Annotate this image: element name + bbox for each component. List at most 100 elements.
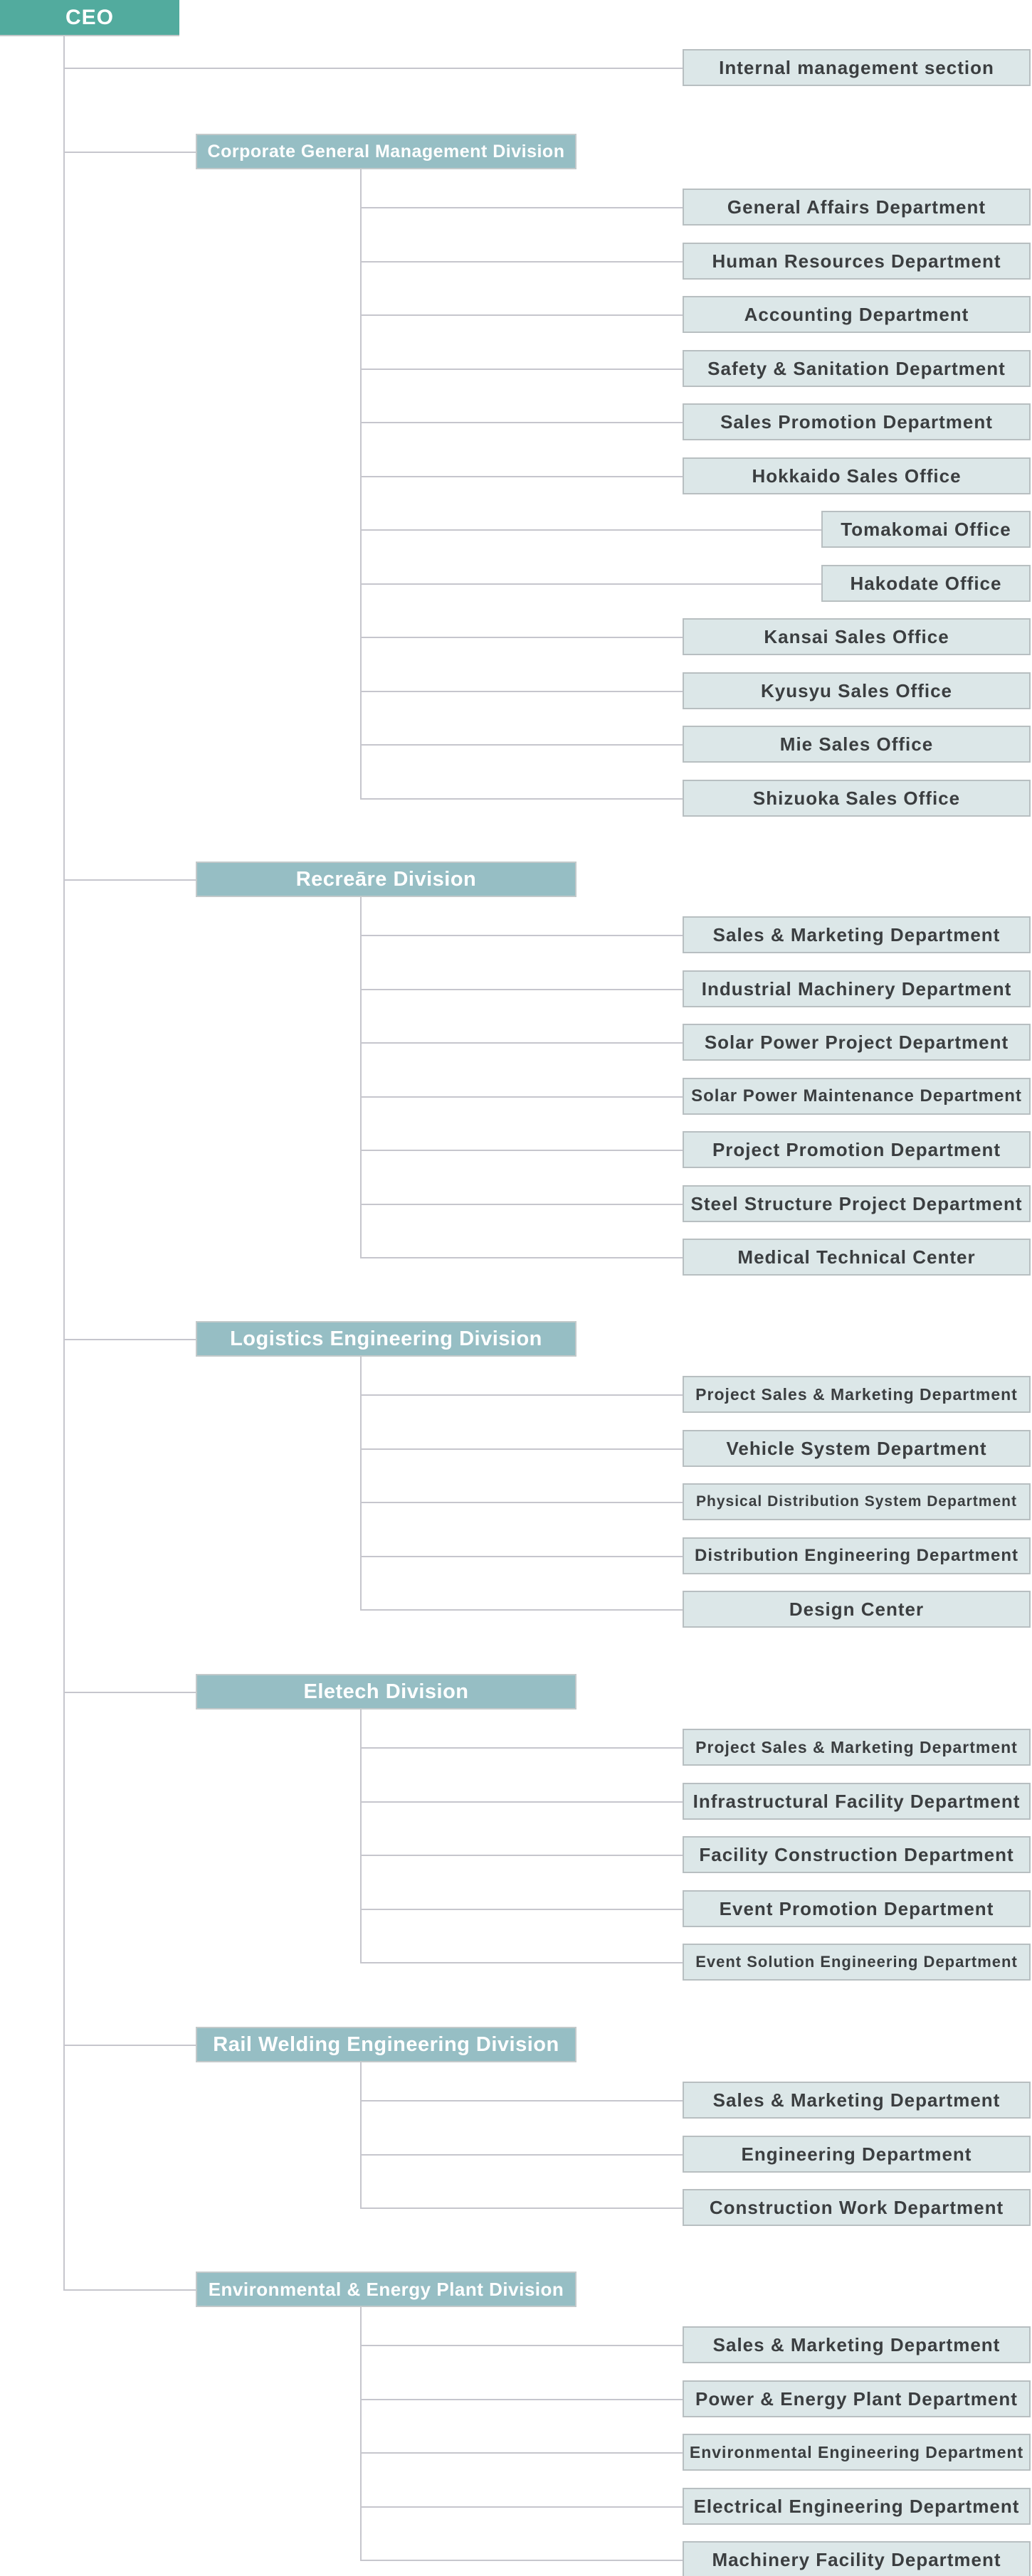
- department-box-construction-work-department-label: Construction Work Department: [709, 2196, 1004, 2218]
- department-box-design-center: Design Center: [683, 1591, 1031, 1628]
- department-box-distribution-engineering-department-label: Distribution Engineering Department: [694, 1546, 1019, 1565]
- department-box-event-promotion-department-label: Event Promotion Department: [719, 1897, 994, 1919]
- department-box-design-center-label: Design Center: [789, 1598, 925, 1620]
- connector-line: [360, 1747, 683, 1749]
- department-box-sales-marketing-department-label: Sales & Marketing Department: [712, 2333, 1001, 2355]
- connector-line: [360, 2506, 683, 2508]
- department-box-medical-technical-center: Medical Technical Center: [683, 1239, 1031, 1276]
- department-box-vehicle-system-department-label: Vehicle System Department: [726, 1437, 987, 1459]
- connector-line: [360, 637, 683, 638]
- department-box-hokkaido-sales-office: Hokkaido Sales Office: [683, 457, 1031, 494]
- department-box-engineering-department: Engineering Department: [683, 2136, 1031, 2173]
- connector-line: [360, 2399, 683, 2400]
- connector-line: [360, 2307, 362, 2561]
- department-box-sales-promotion-department-label: Sales Promotion Department: [720, 410, 993, 433]
- department-box-event-solution-engineering-department: Event Solution Engineering Department: [683, 1944, 1031, 1981]
- connector-line: [63, 879, 196, 881]
- department-box-engineering-department-label: Engineering Department: [741, 2143, 972, 2165]
- department-box-sales-promotion-department: Sales Promotion Department: [683, 403, 1031, 440]
- connector-line: [360, 2154, 683, 2156]
- department-box-tomakomai-office-label: Tomakomai Office: [841, 518, 1011, 540]
- connector-line: [360, 2345, 683, 2346]
- department-box-machinery-facility-department: Machinery Facility Department: [683, 2541, 1031, 2576]
- department-box-steel-structure-project-department: Steel Structure Project Department: [683, 1185, 1031, 1222]
- division-box-corporate-general-management-division: Corporate General Management Division: [196, 134, 576, 169]
- connector-line: [360, 1609, 683, 1611]
- department-box-medical-technical-center-label: Medical Technical Center: [737, 1246, 976, 1268]
- connector-line: [63, 2045, 196, 2046]
- connector-line: [360, 1394, 683, 1396]
- division-box-eletech-division: Eletech Division: [196, 1674, 576, 1710]
- department-box-environmental-engineering-department: Environmental Engineering Department: [683, 2434, 1031, 2471]
- internal-management-section-box: Internal management section: [683, 49, 1031, 86]
- department-box-kyusyu-sales-office-label: Kyusyu Sales Office: [761, 679, 952, 701]
- department-box-hokkaido-sales-office-label: Hokkaido Sales Office: [752, 465, 962, 487]
- connector-line: [360, 422, 683, 423]
- department-box-kansai-sales-office: Kansai Sales Office: [683, 618, 1031, 655]
- department-box-project-sales-marketing-department-label: Project Sales & Marketing Department: [695, 1737, 1018, 1756]
- connector-line: [360, 744, 683, 746]
- department-box-machinery-facility-department-label: Machinery Facility Department: [712, 2548, 1001, 2570]
- department-box-power-energy-plant-department: Power & Energy Plant Department: [683, 2380, 1031, 2417]
- department-box-general-affairs-department: General Affairs Department: [683, 189, 1031, 226]
- division-box-recre-re-division: Recreāre Division: [196, 862, 576, 897]
- connector-line: [360, 1801, 683, 1803]
- department-box-electrical-engineering-department-label: Electrical Engineering Department: [693, 2495, 1020, 2517]
- division-box-corporate-general-management-division-label: Corporate General Management Division: [207, 141, 565, 161]
- department-box-vehicle-system-department: Vehicle System Department: [683, 1430, 1031, 1467]
- connector-line: [360, 2100, 683, 2101]
- department-box-sales-marketing-department: Sales & Marketing Department: [683, 916, 1031, 953]
- ceo-box: CEO: [0, 0, 179, 36]
- connector-line: [360, 989, 683, 990]
- connector-line: [63, 1339, 196, 1340]
- connector-line: [360, 897, 362, 1258]
- connector-line: [360, 798, 683, 800]
- connector-line: [63, 152, 196, 153]
- department-box-event-solution-engineering-department-label: Event Solution Engineering Department: [695, 1953, 1018, 1971]
- division-box-eletech-division-label: Eletech Division: [303, 1680, 469, 1703]
- division-box-logistics-engineering-division: Logistics Engineering Division: [196, 1321, 576, 1357]
- division-box-recre-re-division-label: Recreāre Division: [295, 867, 477, 891]
- department-box-safety-sanitation-department: Safety & Sanitation Department: [683, 350, 1031, 387]
- department-box-electrical-engineering-department: Electrical Engineering Department: [683, 2488, 1031, 2525]
- connector-line: [360, 476, 683, 477]
- department-box-industrial-machinery-department: Industrial Machinery Department: [683, 970, 1031, 1007]
- department-box-infrastructural-facility-department: Infrastructural Facility Department: [683, 1783, 1031, 1820]
- connector-line: [360, 207, 683, 208]
- division-box-logistics-engineering-division-label: Logistics Engineering Division: [230, 1327, 542, 1350]
- department-box-kansai-sales-office-label: Kansai Sales Office: [764, 625, 949, 647]
- department-box-kyusyu-sales-office: Kyusyu Sales Office: [683, 672, 1031, 709]
- department-box-project-promotion-department: Project Promotion Department: [683, 1131, 1031, 1168]
- connector-line: [360, 1357, 362, 1611]
- connector-line: [360, 529, 821, 531]
- department-box-facility-construction-department-label: Facility Construction Department: [699, 1843, 1014, 1865]
- connector-line: [360, 314, 683, 316]
- connector-line: [360, 691, 683, 692]
- department-box-physical-distribution-system-department-label: Physical Distribution System Department: [696, 1493, 1017, 1510]
- connector-line: [360, 2560, 683, 2561]
- department-box-steel-structure-project-department-label: Steel Structure Project Department: [690, 1192, 1023, 1214]
- department-box-solar-power-maintenance-department: Solar Power Maintenance Department: [683, 1078, 1031, 1115]
- department-box-sales-marketing-department: Sales & Marketing Department: [683, 2082, 1031, 2119]
- department-box-event-promotion-department: Event Promotion Department: [683, 1890, 1031, 1927]
- ceo-box-label: CEO: [65, 5, 114, 29]
- connector-line: [360, 1855, 683, 1856]
- connector-line: [360, 1710, 362, 1963]
- department-box-mie-sales-office-label: Mie Sales Office: [779, 733, 934, 755]
- connector-line: [360, 2207, 683, 2209]
- connector-line: [360, 1962, 683, 1963]
- department-box-project-sales-marketing-department: Project Sales & Marketing Department: [683, 1376, 1031, 1413]
- department-box-tomakomai-office: Tomakomai Office: [821, 511, 1031, 548]
- department-box-shizuoka-sales-office-label: Shizuoka Sales Office: [752, 787, 961, 809]
- department-box-shizuoka-sales-office: Shizuoka Sales Office: [683, 780, 1031, 817]
- department-box-solar-power-project-department: Solar Power Project Department: [683, 1024, 1031, 1061]
- connector-line: [360, 261, 683, 263]
- department-box-hakodate-office-label: Hakodate Office: [850, 572, 1002, 594]
- connector-line: [63, 68, 683, 69]
- connector-line: [63, 36, 65, 2289]
- department-box-environmental-engineering-department-label: Environmental Engineering Department: [689, 2442, 1024, 2461]
- department-box-solar-power-maintenance-department-label: Solar Power Maintenance Department: [691, 1086, 1022, 1106]
- division-box-environmental-energy-plant-division-label: Environmental & Energy Plant Division: [208, 2278, 564, 2300]
- connector-line: [360, 1257, 683, 1258]
